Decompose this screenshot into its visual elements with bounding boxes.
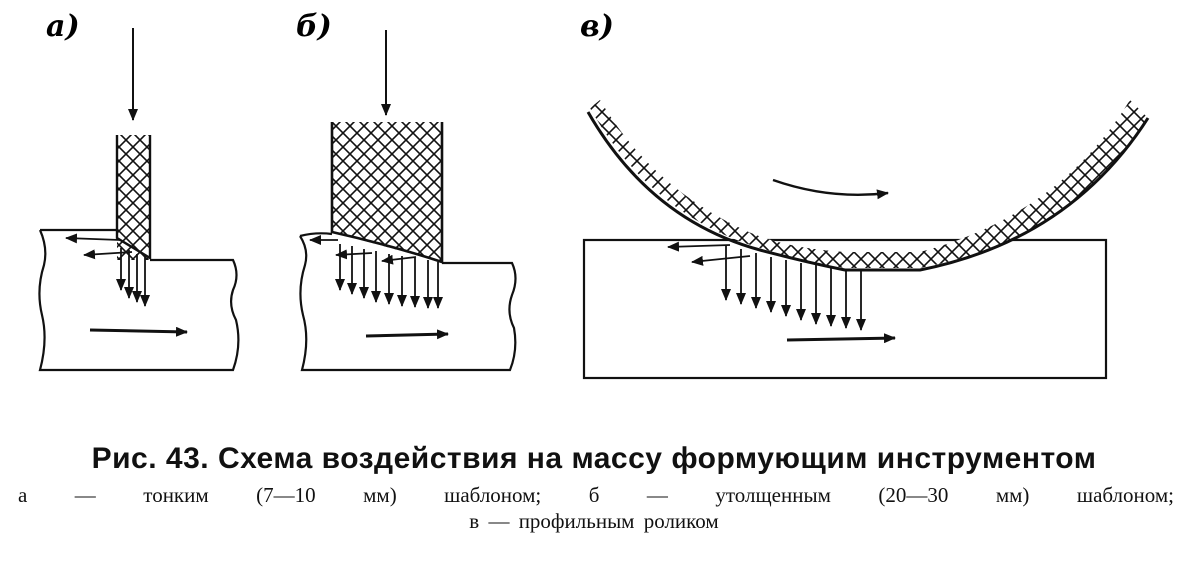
panel-a-motion-arrow: [89, 326, 188, 337]
panel-b-label: б): [296, 9, 332, 44]
panel-b-template: [330, 122, 444, 264]
figure-diagram: а) б): [38, 9, 1150, 380]
panel-a-reaction-arrows: [65, 233, 150, 307]
caption-title: Рис. 43. Схема воздействия на массу форм…: [91, 442, 1097, 475]
panel-a-workpiece: [38, 228, 240, 372]
panel-v: в): [580, 9, 1150, 380]
panel-a-template-hatch: [117, 135, 150, 260]
panel-a: а): [38, 9, 240, 372]
panel-b-motion-arrow: [365, 329, 449, 340]
panel-v-label: в): [580, 9, 614, 44]
panel-a-label: а): [46, 9, 80, 44]
panel-a-template: [115, 135, 152, 261]
caption-legend-line-2: в — профильным роликом: [469, 509, 719, 533]
panel-b: б): [296, 9, 517, 372]
panel-b-reaction-arrows: [309, 235, 443, 309]
panel-v-roller: [586, 111, 1150, 272]
panel-b-workpiece: [299, 232, 517, 372]
panel-v-reaction-arrows: [667, 241, 866, 331]
panel-v-motion-arrow: [786, 333, 896, 344]
panel-v-rotation-arrow: [772, 178, 889, 200]
caption-legend-line-1: а — тонким (7—10 мм) шаблоном; б — утолщ…: [18, 483, 1174, 507]
figure-caption: Рис. 43. Схема воздействия на массу форм…: [0, 440, 1188, 534]
